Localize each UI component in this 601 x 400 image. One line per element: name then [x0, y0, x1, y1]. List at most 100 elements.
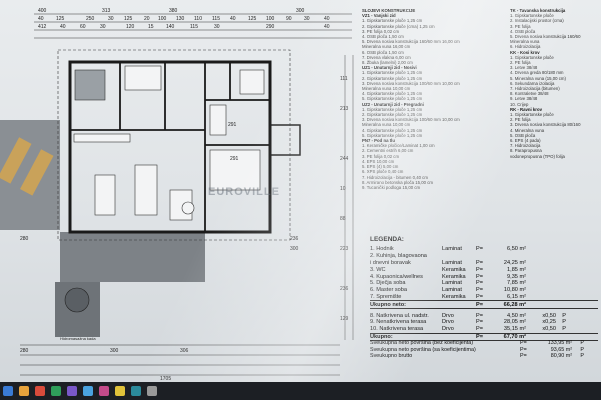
area-prefix: P=	[520, 346, 527, 353]
spec-item: 5. Mineralna vuna (15,00 cm)	[510, 75, 566, 81]
area-coefficient: x0,50	[542, 312, 556, 319]
start-icon[interactable]	[3, 386, 13, 396]
room-name: 4. Kupaonica/wellnes	[370, 273, 423, 280]
app-icon[interactable]	[99, 386, 109, 396]
spec-item: Mineralna vuna 10,00 cm	[362, 86, 411, 92]
spec-item: 6. XPS ploče 0,40 cm	[362, 169, 404, 175]
dim-label: 125	[248, 16, 257, 22]
dim-label: 90	[286, 16, 292, 22]
area-suffix: P	[562, 319, 566, 326]
spec-item: 3. Letve 38/48	[510, 65, 538, 71]
spec-right-column: TK - Tavanska konstrukcija 1. Gipskarton…	[510, 8, 600, 159]
dim-label: 40	[324, 16, 330, 22]
dim-label: 280	[20, 348, 29, 354]
spec-item: 7. Hidroizolacija - bitumen 0,40 cm	[362, 174, 428, 180]
app-icon[interactable]	[67, 386, 77, 396]
area-suffix: P	[580, 340, 584, 347]
area-prefix: P=	[476, 280, 483, 287]
total-label: Sveukupno brutto	[370, 353, 413, 360]
dim-label: 40	[38, 16, 44, 22]
app-icon[interactable]	[83, 386, 93, 396]
dim-label: 300	[296, 8, 305, 14]
spec-item: 7. Hidroizolacija (bitumen)	[510, 86, 560, 92]
spec-section-head: VZ1 - Vanjski zid	[362, 13, 396, 19]
dim-label: 290	[266, 24, 275, 30]
legend-title: LEGENDA:	[370, 236, 404, 243]
total-row: Sveukupna neto površina (bez koeficijent…	[370, 340, 598, 347]
legend-row: 6. Master soba Laminat P= 10,80 m²	[370, 287, 598, 294]
room-area: 7,85 m²	[507, 280, 526, 287]
dim-label: 30	[304, 16, 310, 22]
app-icon[interactable]	[147, 386, 157, 396]
dim-label: 30	[214, 24, 220, 30]
spec-item: 4. Mineralna vuna	[510, 127, 545, 133]
room-area: 28,05 m²	[503, 319, 526, 326]
total-label: Sveukupna neto površina (sa koeficijenti…	[370, 346, 476, 353]
hot-tub-label: Hidromasažna kada	[60, 336, 96, 341]
area-prefix: P=	[476, 312, 483, 319]
browser-icon[interactable]	[35, 386, 45, 396]
spec-item: vodonepropusna (TPO) folija	[510, 153, 565, 159]
app-icon[interactable]	[51, 386, 61, 396]
spec-item: 2. Gipskartonske ploče (crna) 1,25 cm	[362, 23, 435, 29]
spec-item: Mineralna vuna 16,00 cm	[362, 44, 411, 50]
room-name: 6. Master soba	[370, 287, 407, 294]
spec-item: 2. PE folija	[510, 60, 531, 66]
area-prefix: P=	[476, 273, 483, 280]
room-material: Laminat	[442, 287, 462, 294]
document-sheet: 400 313 380 300 40 125 250 30 125 20 100…	[0, 0, 601, 382]
room-material: Laminat	[442, 246, 462, 253]
room-area: 10,80 m²	[503, 287, 526, 294]
dim-label: 60	[80, 24, 86, 30]
room-name: 3. WC	[370, 266, 386, 273]
spec-item: 3. Drvena nosiva konstrukcija 100/60 mm …	[362, 80, 460, 86]
area-prefix: P=	[520, 340, 527, 347]
room-material: Drvo	[442, 326, 454, 333]
hot-tub	[64, 287, 90, 313]
dim-label: 115	[190, 24, 198, 30]
spec-item: 5. EPS (4) 5,00 cm	[362, 164, 399, 170]
spec-item: 9. Tucanički podloga 15,00 cm	[362, 184, 421, 190]
construction-layers-spec: SLOJEVI KONSTRUKCIJE VZ1 - Vanjski zid 1…	[362, 8, 597, 238]
subtotal-label: Ukupno neto:	[370, 301, 407, 308]
spec-item: 5. Drvena nosiva konstrukcija 160/60	[510, 34, 581, 40]
room-material: Keramika	[442, 273, 466, 280]
legend-row: 3. WC Keramika P= 1,85 m²	[370, 266, 598, 273]
legend-row: 4. Kupaonica/wellnes Keramika P= 9,35 m²	[370, 273, 598, 280]
room-area: 6,15 m²	[507, 293, 526, 300]
dim-label: 125	[56, 16, 65, 22]
spec-item: Mineralna vuna	[510, 39, 540, 45]
taskbar	[0, 382, 601, 400]
folder-icon[interactable]	[19, 386, 29, 396]
dim-label: 223	[340, 246, 349, 252]
spec-item: 4. Gipskartonske ploče 1,25 cm	[362, 91, 423, 97]
spec-item: 4. Gipskartonske ploče 1,25 cm	[362, 127, 423, 133]
dim-label: 400	[38, 8, 47, 14]
app-icon[interactable]	[131, 386, 141, 396]
spec-item: 7. Hidroizolacija	[510, 143, 541, 149]
total-area: 93,65 m²	[550, 346, 572, 353]
spec-item: Mineralna vuna 10,00 cm	[362, 122, 411, 128]
room-area: 35,15 m²	[503, 326, 526, 333]
dim-label: 236	[340, 286, 349, 292]
app-icon[interactable]	[115, 386, 125, 396]
legend-row: 5. Dječja soba Laminat P= 7,85 m²	[370, 280, 598, 287]
spec-item: 1. Gipskartonske ploče	[510, 112, 554, 118]
room-material: Keramika	[442, 266, 466, 273]
dim-label: 300	[110, 348, 119, 354]
room-material: Drvo	[442, 319, 454, 326]
subtotal-label: Ukupno:	[370, 333, 393, 340]
legend-row: 1. Hodnik Laminat P= 6,50 m²	[370, 246, 598, 253]
area-coefficient: x0,25	[542, 319, 556, 326]
covered-terrace	[60, 232, 205, 282]
dim-label: 40	[324, 24, 330, 30]
area-prefix: P=	[476, 333, 483, 340]
room-area: 1,85 m²	[507, 266, 526, 273]
spec-left-column: SLOJEVI KONSTRUKCIJE VZ1 - Vanjski zid 1…	[362, 8, 482, 190]
total-label: Sveukupna neto površina (bez koeficijent…	[370, 340, 474, 347]
spec-item: 5. Drvena nosiva konstrukcija 160/60 mm …	[362, 39, 460, 45]
area-prefix: P=	[476, 326, 483, 333]
spec-item: 1. Keramičke pločice/Laminat 1,00 cm	[362, 143, 435, 149]
room-material: Laminat	[442, 280, 462, 287]
room-name: 9. Nenatkrivena terasa	[370, 319, 427, 326]
